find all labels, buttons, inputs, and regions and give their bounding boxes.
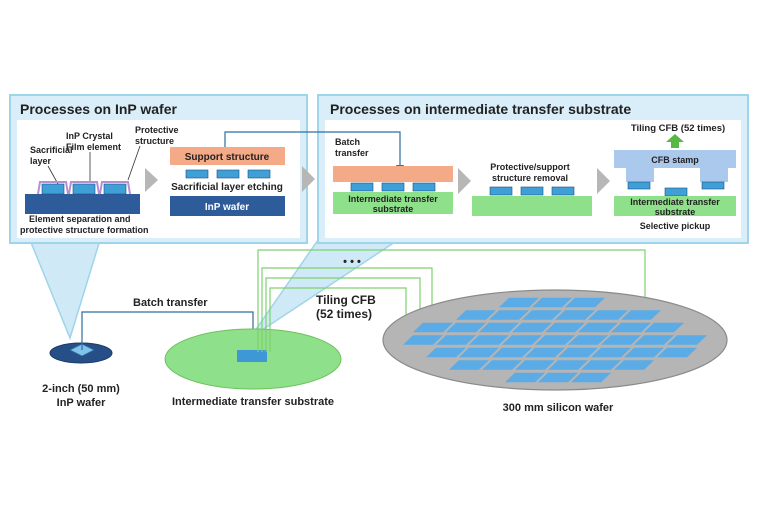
transferred-chip-area bbox=[237, 350, 267, 362]
cfb-tile bbox=[571, 372, 611, 383]
intermediate-substrate-3 bbox=[614, 196, 736, 216]
tiling-caption-2: (52 times) bbox=[316, 307, 372, 321]
cfb-tile bbox=[522, 310, 562, 320]
label-protective-2: structure bbox=[135, 136, 174, 146]
label-sacrificial-1: Sacrificial bbox=[30, 145, 73, 155]
cfb-tile bbox=[565, 297, 605, 308]
cfb-tile bbox=[545, 322, 585, 333]
cfb-tile bbox=[456, 310, 496, 320]
intermediate-substrate-2 bbox=[472, 196, 592, 216]
cfb-tile bbox=[479, 322, 519, 333]
cfb-tile bbox=[588, 310, 628, 320]
inp-wafer-block bbox=[170, 196, 285, 216]
batch-label-1: Batch bbox=[335, 137, 360, 147]
intermediate-caption: Intermediate transfer substrate bbox=[172, 396, 334, 408]
silicon-caption: 300 mm silicon wafer bbox=[503, 402, 614, 414]
label-protective-1: Protective bbox=[135, 125, 179, 135]
tiling-caption-1: Tiling CFB bbox=[316, 293, 376, 307]
cfb-tile bbox=[449, 360, 489, 370]
batch-label-2: transfer bbox=[335, 148, 369, 158]
cfb-tile bbox=[611, 322, 651, 333]
cfb-tile bbox=[426, 347, 466, 358]
cfb-tile bbox=[591, 347, 631, 358]
panel-title-intermediate: Processes on intermediate transfer subst… bbox=[330, 101, 631, 117]
cfb-tile bbox=[459, 347, 499, 358]
cfb-tile bbox=[581, 360, 621, 370]
stamp-label: CFB stamp bbox=[651, 155, 699, 165]
cfb-tile bbox=[657, 347, 697, 358]
right-panel-callout bbox=[249, 239, 401, 339]
cfb-tile bbox=[469, 335, 509, 345]
substrate-label-3b: substrate bbox=[655, 207, 696, 217]
cfb-tile bbox=[499, 297, 539, 308]
cfb-tile bbox=[667, 335, 707, 345]
left-panel-callout bbox=[28, 239, 102, 341]
cfb-stamp bbox=[614, 150, 736, 182]
cfb-tile bbox=[515, 360, 555, 370]
cfb-tile bbox=[413, 322, 453, 333]
cfb-tile bbox=[601, 335, 641, 345]
cfb-tile bbox=[512, 322, 552, 333]
bottom-batch-label: Batch transfer bbox=[133, 297, 208, 309]
inp-wafer-small bbox=[49, 342, 113, 364]
cfb-tile bbox=[624, 347, 664, 358]
cfb-tile bbox=[505, 372, 545, 383]
panel-inp-wafer: Processes on InP wafer Sacrificial layer… bbox=[9, 94, 308, 244]
cfb-tile bbox=[614, 360, 654, 370]
cfb-tile bbox=[403, 335, 443, 345]
inp-wafer-label: InP wafer bbox=[205, 202, 249, 213]
panel-title-inp: Processes on InP wafer bbox=[20, 101, 177, 117]
etch-label: Sacrificial layer etching bbox=[171, 182, 283, 193]
cfb-tile bbox=[634, 335, 674, 345]
removal-label-2: structure removal bbox=[492, 173, 568, 183]
caption-left-2: protective structure formation bbox=[20, 225, 149, 235]
step-arrow bbox=[145, 168, 158, 192]
cfb-tile bbox=[535, 335, 575, 345]
inp-wafer-base-left bbox=[25, 194, 140, 214]
substrate-label-1a: Intermediate transfer bbox=[348, 194, 438, 204]
support-structure bbox=[170, 147, 285, 165]
step-arrow-between-panels bbox=[302, 166, 315, 192]
tiling-label: Tiling CFB (52 times) bbox=[631, 123, 725, 134]
caption-left-1: Element separation and bbox=[29, 214, 131, 224]
label-crystal-2: Film element bbox=[66, 142, 121, 152]
batch-transfer-arrow bbox=[224, 131, 404, 173]
cfb-tile bbox=[538, 372, 578, 383]
ellipsis: • • • bbox=[343, 256, 361, 268]
cfb-tile bbox=[446, 322, 486, 333]
cfb-tile bbox=[568, 335, 608, 345]
label-crystal-1: InP Crystal bbox=[66, 131, 113, 141]
inp-wafer-caption-2: InP wafer bbox=[57, 397, 106, 409]
cfb-tile bbox=[502, 335, 542, 345]
cfb-tile bbox=[532, 297, 572, 308]
removal-label-1: Protective/support bbox=[490, 162, 570, 172]
intermediate-substrate-1 bbox=[333, 192, 453, 214]
cfb-tile bbox=[578, 322, 618, 333]
cfb-tile bbox=[492, 347, 532, 358]
cfb-tile-grid bbox=[403, 297, 707, 383]
substrate-label-1b: substrate bbox=[373, 204, 414, 214]
panel-intermediate: Processes on intermediate transfer subst… bbox=[224, 94, 749, 244]
cfb-tile bbox=[489, 310, 529, 320]
cfb-tile bbox=[644, 322, 684, 333]
cfb-tile bbox=[548, 360, 588, 370]
substrate-label-3a: Intermediate transfer bbox=[630, 197, 720, 207]
cfb-tile bbox=[621, 310, 661, 320]
label-sacrificial-2: layer bbox=[30, 156, 52, 166]
cfb-tile bbox=[555, 310, 595, 320]
cfb-tile bbox=[436, 335, 476, 345]
cfb-tile bbox=[525, 347, 565, 358]
support-label: Support structure bbox=[185, 152, 270, 163]
cfb-tile bbox=[558, 347, 598, 358]
up-arrow-icon bbox=[666, 134, 684, 148]
inp-wafer-caption-1: 2-inch (50 mm) bbox=[42, 383, 120, 395]
pickup-label: Selective pickup bbox=[640, 221, 711, 231]
cfb-tile bbox=[482, 360, 522, 370]
